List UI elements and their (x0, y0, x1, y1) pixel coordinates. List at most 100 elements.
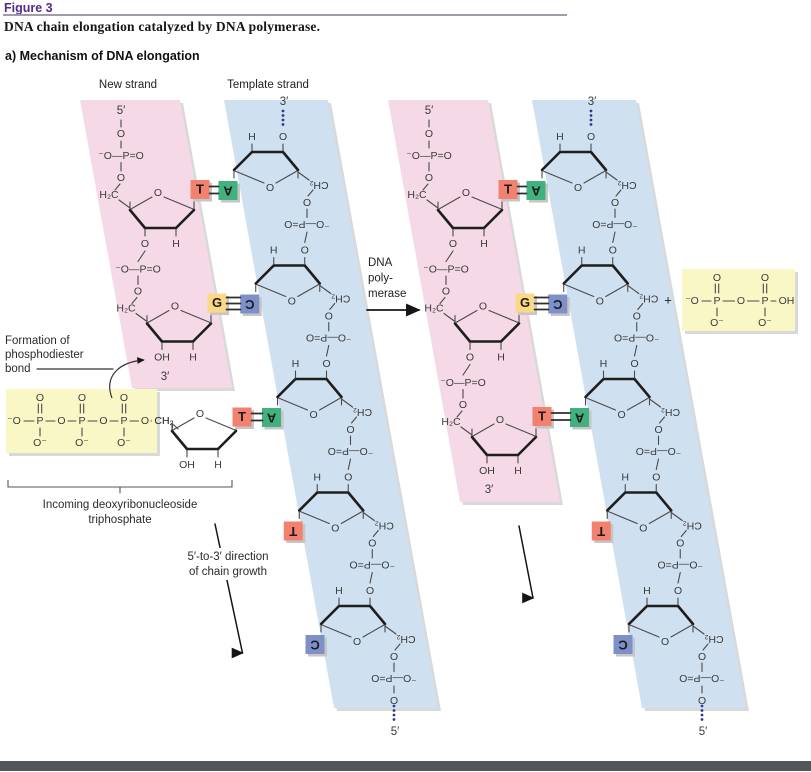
bond (325, 344, 330, 357)
ring-edge (216, 429, 238, 451)
bond (362, 511, 375, 522)
bond (362, 624, 385, 638)
plus-sign: + (664, 292, 672, 307)
ester-oxygen: O (301, 244, 309, 256)
base-pair-bonds (533, 296, 550, 311)
ring-oxygen: O (266, 181, 274, 193)
ring-edge (470, 435, 489, 457)
c5-carbon: CH₂ (683, 520, 702, 532)
base-T-letter: T (597, 524, 605, 539)
bond (205, 417, 236, 431)
phosphate-group: ⁻O—P=O (592, 218, 638, 230)
phosphate-group: ⁻O—P=O (98, 150, 144, 162)
bond (329, 302, 336, 311)
ring-oxygen: O (639, 522, 647, 534)
h-atom: H (514, 465, 522, 477)
bond (297, 171, 310, 181)
c5-carbon: CH₂ (661, 406, 680, 418)
bond (658, 416, 666, 424)
bond (277, 397, 309, 411)
c5-carbon: H₂C (441, 416, 461, 428)
bond (135, 312, 148, 323)
h-atom: H (578, 244, 586, 256)
bond (340, 398, 354, 408)
bond (321, 624, 352, 638)
ring-edge (232, 150, 254, 172)
h-atom: H (248, 130, 256, 142)
base-A-letter: A (266, 410, 276, 425)
h-atom: H (172, 238, 180, 250)
ring-edge (319, 604, 341, 626)
bond (384, 625, 397, 635)
three-prime-label: 3′ (588, 96, 597, 108)
c5-carbon: CH₂ (309, 179, 328, 191)
bond (173, 424, 179, 430)
bond (583, 170, 606, 184)
ring-edge (482, 208, 504, 230)
bond (471, 196, 502, 210)
base-pair-bonds (250, 412, 264, 422)
continuation-dots (589, 123, 593, 126)
atom-label: O (99, 415, 107, 427)
five-prime-label: 5′ (391, 726, 400, 738)
phosphate-group: ⁻O—P=O (328, 445, 374, 457)
bond (605, 171, 618, 181)
atom-label: CH₂ (154, 415, 173, 427)
h-atom: H (556, 130, 564, 142)
three-prime-label: 3′ (161, 371, 170, 383)
base-A-letter: A (574, 410, 584, 425)
phosphate-group: ⁻O—P=O (371, 672, 417, 684)
base-A-box (570, 408, 589, 427)
ester-oxygen: O (344, 471, 352, 483)
h-atom: H (313, 471, 321, 483)
ring-edge (633, 377, 651, 399)
ring-edge (627, 604, 649, 626)
bond (163, 196, 194, 210)
bond (605, 283, 628, 298)
phosphate-group: ⁻O—P=O (657, 559, 703, 571)
atom-label: ⁻O (7, 415, 21, 427)
atom-label: O (303, 196, 311, 208)
ring-oxygen: O (462, 187, 470, 199)
ring-edge (303, 264, 322, 285)
atom-label: O (442, 285, 450, 297)
bond (455, 309, 478, 324)
bond (438, 196, 461, 210)
ring-edge (145, 322, 164, 343)
bond (612, 231, 616, 244)
figure-rule (3, 14, 567, 16)
atom-label: O (737, 295, 745, 307)
phosphate-group: ⁻O—P=O (440, 377, 486, 389)
bond (439, 296, 446, 305)
atom-label: O (698, 650, 706, 662)
bond (319, 284, 332, 295)
atom-label: O (117, 172, 125, 184)
bond (648, 398, 662, 408)
template-strand-label: Template strand (227, 79, 309, 91)
c5-carbon: CH₂ (617, 179, 636, 191)
ring-edge (346, 491, 365, 512)
ring-oxygen: O (496, 414, 504, 426)
h-atom: H (621, 471, 629, 483)
ester-oxygen: O (322, 357, 330, 369)
bond (670, 511, 683, 522)
base-C-box (305, 635, 325, 654)
base-T-box (532, 407, 552, 426)
continuation-dots (392, 713, 396, 717)
bond (626, 397, 650, 411)
enzyme-text: merase (368, 288, 406, 300)
base-T-letter: T (238, 409, 246, 424)
phosphate-group: ⁻O—P=O (306, 332, 352, 344)
